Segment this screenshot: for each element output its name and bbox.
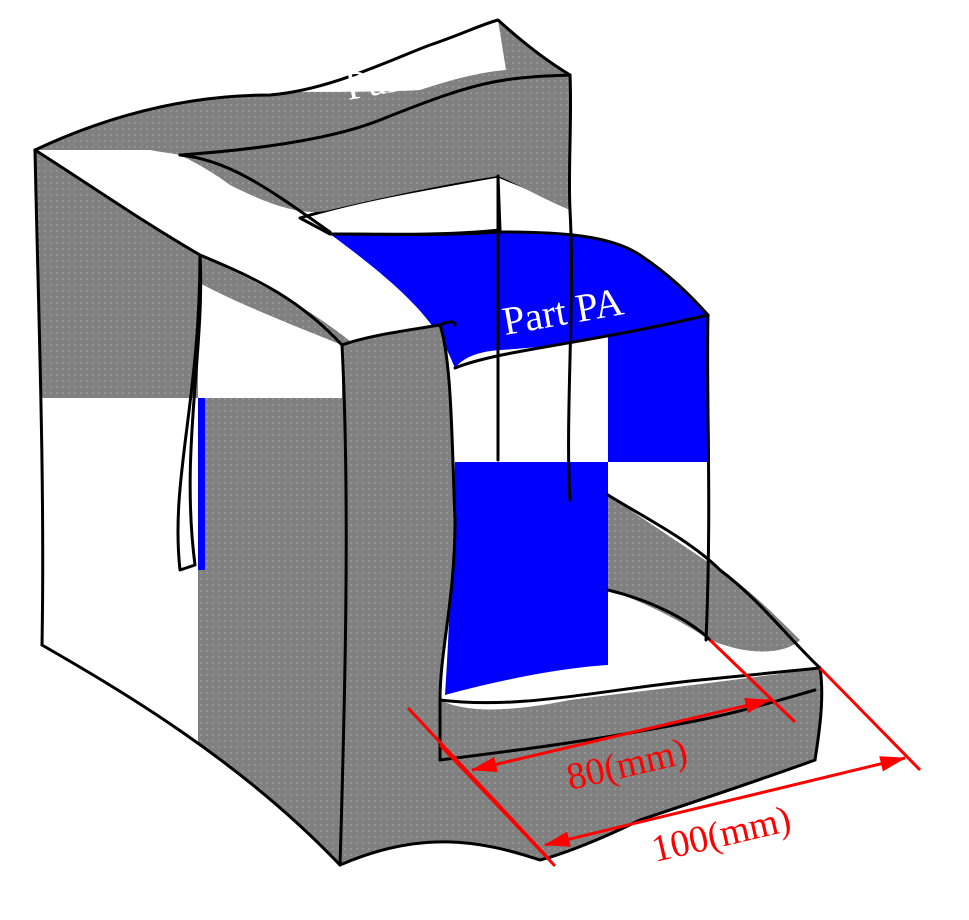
outer-part-tray-white <box>608 598 710 695</box>
dim-outer-arrow-line <box>543 756 907 847</box>
outer-part-top-gap <box>270 20 506 92</box>
dim-inner-arrow-line <box>470 698 772 772</box>
outer-part-left-slab-white <box>38 398 198 760</box>
inner-part-left-sliver <box>198 398 205 570</box>
inner-part-right-patch <box>608 316 710 462</box>
dim-outer-extension-left <box>438 743 557 868</box>
dim-outer-extension-right <box>818 666 922 772</box>
outer-part-tray <box>608 495 800 652</box>
inner-part-front-face <box>445 462 608 695</box>
outer-part-label-partial: Par <box>342 55 402 109</box>
dim-inner-extension-right <box>708 638 797 724</box>
outer-part-left-slab-white-2 <box>198 282 342 398</box>
